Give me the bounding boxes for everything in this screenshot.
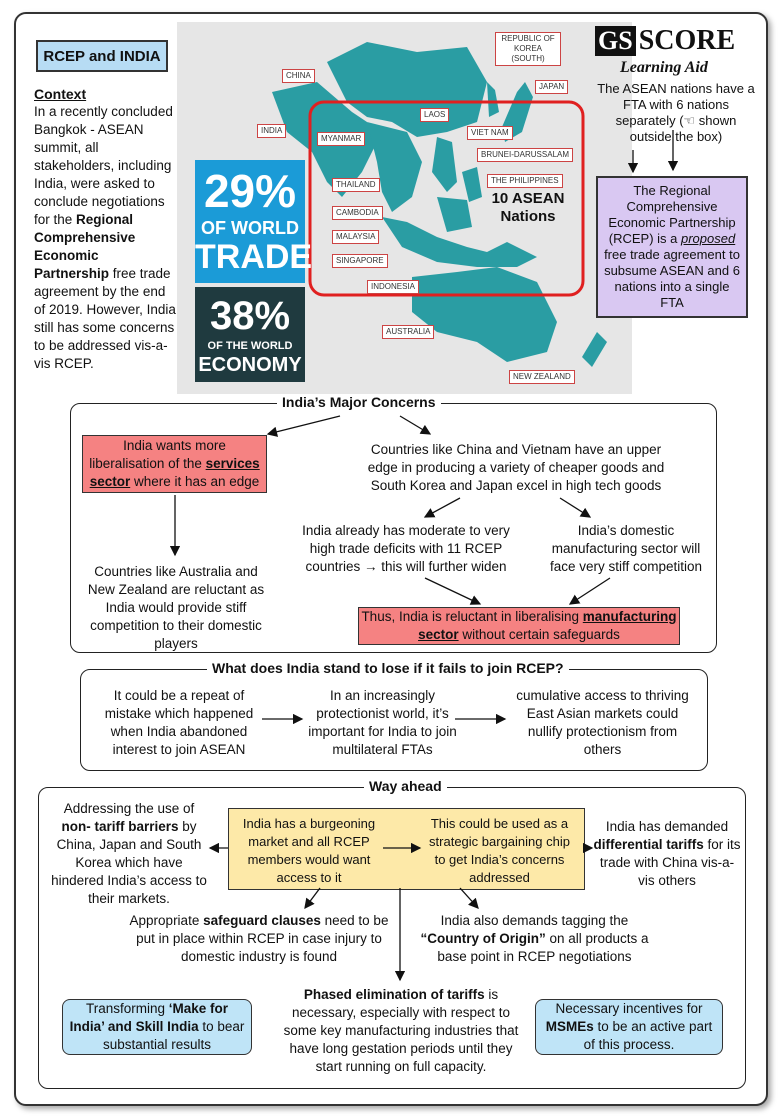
msme-text-bold: MSMEs [545, 1019, 594, 1034]
map-label-indonesia: INDONESIA [367, 280, 420, 294]
non-tariff-barriers-text: Addressing the use of non- tariff barrie… [50, 800, 208, 908]
way-ahead-title: Way ahead [364, 778, 447, 794]
map-label-japan: JAPAN [535, 80, 569, 94]
aus-nz-text: Countries like Australia and New Zealand… [87, 564, 265, 651]
logo-gs: GS [595, 26, 636, 56]
msme-text: Necessary incentives for MSMEs to be an … [540, 1000, 718, 1054]
logo-tagline: Learning Aid [620, 59, 708, 76]
make-text-post: to bear substantial results [102, 1019, 245, 1052]
map-label-malaysia: MALAYSIA [332, 230, 380, 244]
services-sector-box: India wants more liberalisation of the s… [82, 435, 267, 493]
map-label-brunei: BRUNEI-DARUSSALAM [477, 148, 574, 162]
lose-title: What does India stand to lose if it fail… [207, 660, 569, 676]
map-label-philippines: THE PHILIPPINES [487, 174, 563, 188]
make-text-pre: Transforming [85, 1001, 169, 1016]
map-label-china: CHINA [282, 69, 315, 83]
lose-item-east-asian-access: cumulative access to thriving East Asian… [516, 688, 689, 757]
context-text-post: free trade agreement by the end of 2019.… [34, 266, 176, 371]
context-body: In a recently concluded Bangkok - ASEAN … [34, 103, 176, 373]
context-text-bold: Regional Comprehensive Economic Partners… [34, 212, 136, 281]
map-label-cambodia: CAMBODIA [332, 206, 383, 220]
map-label-laos: LAOS [420, 108, 450, 122]
msme-incentives-box: Necessary incentives for MSMEs to be an … [535, 999, 723, 1055]
ntb-text-bold: non- tariff barriers [61, 819, 179, 834]
map-label-vietnam: VIET NAM [467, 126, 513, 140]
stat-economy-value: 38% [209, 294, 291, 338]
diff-text-post: for its trade with China vis-a-vis other… [599, 837, 741, 888]
map-label-australia: AUSTRALIA [382, 325, 435, 339]
services-text-pre: India wants more liberalisation of the [89, 438, 226, 471]
rcep-text-emph: proposed [681, 231, 736, 246]
stat-economy-line1: OF THE WORLD [207, 340, 293, 352]
map-label-singapore: SINGAPORE [332, 254, 388, 268]
diff-text-pre: India has demanded [605, 819, 729, 834]
safeguard-text-pre: Appropriate [129, 913, 204, 928]
reluctance-text: Thus, India is reluctant in liberalising… [359, 608, 679, 644]
reluctance-text-post: without certain safeguards [458, 627, 620, 642]
logo-score: SCORE [638, 25, 736, 56]
context-heading: Context [34, 86, 87, 102]
ntb-text-pre: Addressing the use of [63, 801, 195, 816]
safeguard-clauses-text: Appropriate safeguard clauses need to be… [128, 912, 390, 966]
manufacturing-reluctance-box: Thus, India is reluctant in liberalising… [358, 607, 680, 645]
phased-elimination-text: Phased elimination of tariffs is necessa… [277, 986, 525, 1076]
make-text-bold: ‘Make for India’ and Skill India [69, 1001, 229, 1034]
diff-text-bold: differential tariffs [593, 837, 704, 852]
bargaining-chip-text: This could be used as a strategic bargai… [429, 816, 570, 885]
differential-tariffs-text: India has demanded differential tariffs … [592, 818, 742, 890]
reluctance-text-pre: Thus, India is reluctant in liberalising [361, 609, 583, 624]
map-label-korea: REPUBLIC OF KOREA (SOUTH) [495, 32, 561, 66]
origin-text-post: on all products a base point in RCEP neg… [437, 931, 649, 964]
china-vietnam-text: Countries like China and Vietnam have an… [367, 442, 665, 493]
bargaining-box [228, 808, 585, 890]
manufacturing-competition-text: India’s domestic manufacturing sector wi… [549, 523, 703, 574]
ntb-text-post: by China, Japan and South Korea which ha… [51, 819, 207, 906]
world-trade-stat: 29% OF WORLD TRADE [195, 160, 313, 283]
world-economy-stat: 38% OF THE WORLD ECONOMY [195, 287, 305, 382]
map-label-india: INDIA [257, 124, 287, 138]
rcep-text-pre: The Regional Comprehensive Economic Part… [608, 183, 736, 246]
burgeoning-market-text: India has a burgeoning market and all RC… [242, 816, 376, 885]
stat-economy-line2: ECONOMY [198, 354, 302, 376]
msme-text-pre: Necessary incentives for [555, 1001, 703, 1016]
reluctance-text-bold: manufacturing sector [418, 609, 677, 642]
fta-note: The ASEAN nations have a FTA with 6 nati… [597, 81, 755, 144]
services-text-bold: services sector [89, 456, 260, 489]
map-label-new-zealand: NEW ZEALAND [509, 370, 575, 384]
context-text-pre: In a recently concluded Bangkok - ASEAN … [34, 104, 173, 227]
safeguard-text-bold: safeguard clauses [203, 913, 321, 928]
asean-nations-label: 10 ASEAN Nations [491, 190, 565, 225]
rcep-text-post: free trade agreement to subsume ASEAN an… [604, 247, 740, 310]
safeguard-text-post: need to be put in place within RCEP in c… [136, 913, 389, 964]
phased-text-post: is necessary, especially with respect to… [283, 987, 519, 1074]
page-title-text: RCEP and INDIA [43, 47, 161, 65]
stat-trade-line1: OF WORLD [201, 218, 299, 238]
country-of-origin-text: India also demands tagging the “Country … [412, 912, 657, 966]
origin-text-pre: India also demands tagging the [440, 913, 629, 928]
rcep-definition-box: The Regional Comprehensive Economic Part… [596, 176, 748, 318]
lose-item-protectionist: In an increasingly protectionist world, … [308, 688, 457, 757]
map-label-myanmar: MYANMAR [317, 132, 366, 146]
trade-deficit-text: India already has moderate to very high … [302, 523, 510, 574]
msme-text-post: to be an active part of this process. [583, 1019, 713, 1052]
rcep-definition-text: The Regional Comprehensive Economic Part… [602, 183, 742, 311]
stat-trade-value: 29% [203, 165, 297, 217]
origin-text-bold: “Country of Origin” [420, 931, 546, 946]
phased-text-bold: Phased elimination of tariffs [303, 987, 485, 1002]
page-title: RCEP and INDIA [36, 40, 168, 72]
concerns-title: India’s Major Concerns [277, 394, 441, 410]
map-label-thailand: THAILAND [332, 178, 380, 192]
lose-item-asean-mistake: It could be a repeat of mistake which ha… [104, 688, 254, 757]
stat-trade-line2: TRADE [195, 238, 313, 276]
services-text-post: where it has an edge [130, 474, 260, 489]
make-for-india-text: Transforming ‘Make for India’ and Skill … [67, 1000, 247, 1054]
services-sector-text: India wants more liberalisation of the s… [87, 437, 262, 491]
make-for-india-box: Transforming ‘Make for India’ and Skill … [62, 999, 252, 1055]
